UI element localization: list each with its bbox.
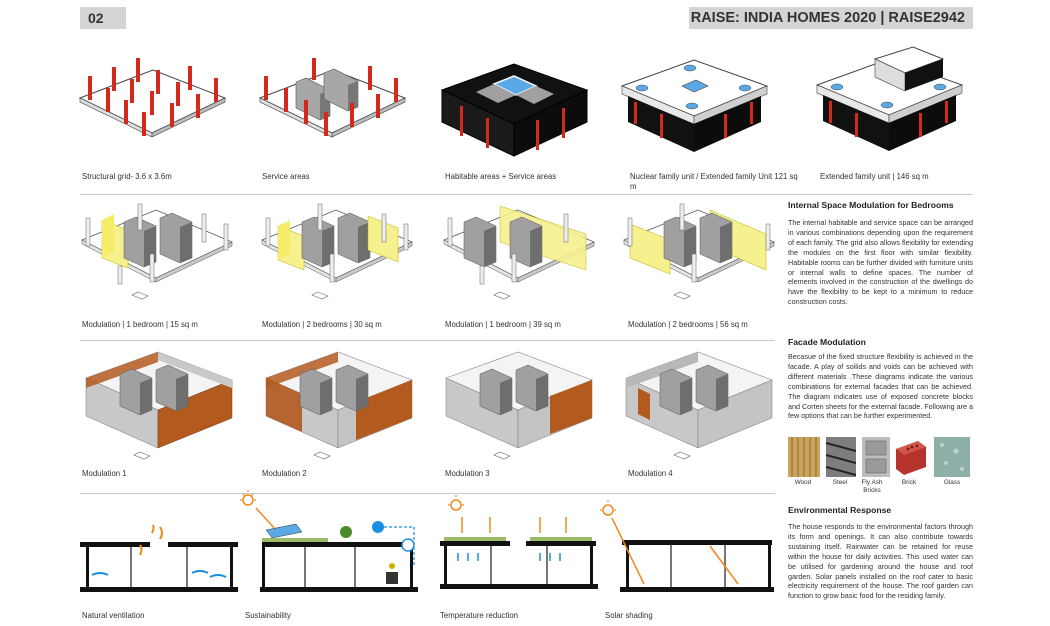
habitable-areas-diagram <box>440 63 589 157</box>
caption-extended-family: Extended family unit | 146 sq m <box>820 172 929 181</box>
caption-facade-mod-1: Modulation 1 <box>82 469 127 478</box>
page-number: 02 <box>80 7 126 29</box>
steel-label: Steel <box>832 479 848 486</box>
environmental-response-text: The house responds to the environmental … <box>788 522 973 601</box>
caption-solar-shading: Solar shading <box>605 611 653 620</box>
caption-facade-mod-3: Modulation 3 <box>445 469 490 478</box>
caption-mod-2bed-56: Modulation | 2 bedrooms | 56 sq m <box>628 320 748 329</box>
facade-modulation-2-diagram <box>265 351 413 460</box>
natural-ventilation-diagram <box>80 525 238 592</box>
sustainability-diagram <box>240 490 418 592</box>
caption-facade-mod-4: Modulation 4 <box>628 469 673 478</box>
caption-nuclear-family: Nuclear family unit / Extended family Un… <box>630 172 798 191</box>
page-title: RAISE: INDIA HOMES 2020 | RAISE2942 <box>689 7 973 29</box>
facade-modulation-3-diagram <box>445 351 593 460</box>
modulation-1-bedroom-15-diagram <box>81 203 233 300</box>
caption-mod-1bed-15: Modulation | 1 bedroom | 15 sq m <box>82 320 198 329</box>
service-areas-diagram <box>258 58 407 138</box>
divider <box>80 493 775 494</box>
caption-service-areas: Service areas <box>262 172 310 181</box>
caption-natural-ventilation: Natural ventilation <box>82 611 145 620</box>
wood-label: Wood <box>794 479 812 486</box>
structural-grid-diagram <box>78 58 227 138</box>
wood-swatch <box>788 437 820 477</box>
glass-label: Glass <box>943 479 961 486</box>
brick-label: Brick <box>901 479 917 486</box>
caption-mod-1bed-39: Modulation | 1 bedroom | 39 sq m <box>445 320 561 329</box>
divider <box>80 194 973 195</box>
solar-shading-diagram <box>600 500 774 592</box>
divider <box>80 340 775 341</box>
facade-modulation-text: Becasue of the fixed structure flexibili… <box>788 352 973 421</box>
environmental-response-title: Environmental Response <box>788 505 892 515</box>
fly-ash-bricks-label: Fly Ash Bricks <box>861 479 883 494</box>
caption-sustainability: Sustainability <box>245 611 291 620</box>
steel-swatch <box>826 437 856 477</box>
facade-modulation-title: Facade Modulation <box>788 337 866 347</box>
internal-space-title: Internal Space Modulation for Bedrooms <box>788 200 954 210</box>
extended-family-diagram <box>815 46 964 151</box>
caption-facade-mod-2: Modulation 2 <box>262 469 307 478</box>
temperature-reduction-diagram <box>440 495 598 589</box>
glass-swatch <box>934 437 970 477</box>
fly-ash-bricks-swatch <box>862 437 890 477</box>
facade-modulation-1-diagram <box>85 351 233 460</box>
nuclear-family-diagram <box>620 59 769 152</box>
caption-temperature-reduction: Temperature reduction <box>440 611 519 620</box>
caption-structural-grid: Structural grid- 3.6 x 3.6m <box>82 172 172 181</box>
brick-swatch <box>896 441 926 475</box>
caption-mod-2bed-30: Modulation | 2 bedrooms | 30 sq m <box>262 320 382 329</box>
modulation-1-bedroom-39-diagram <box>443 205 595 300</box>
modulation-2-bedrooms-30-diagram <box>261 203 413 300</box>
modulation-2-bedrooms-56-diagram <box>623 203 775 300</box>
facade-modulation-4-diagram <box>625 351 773 460</box>
caption-habitable-areas: Habitable areas + Service areas <box>445 172 557 181</box>
internal-space-text: The internal habitable and service space… <box>788 218 973 307</box>
